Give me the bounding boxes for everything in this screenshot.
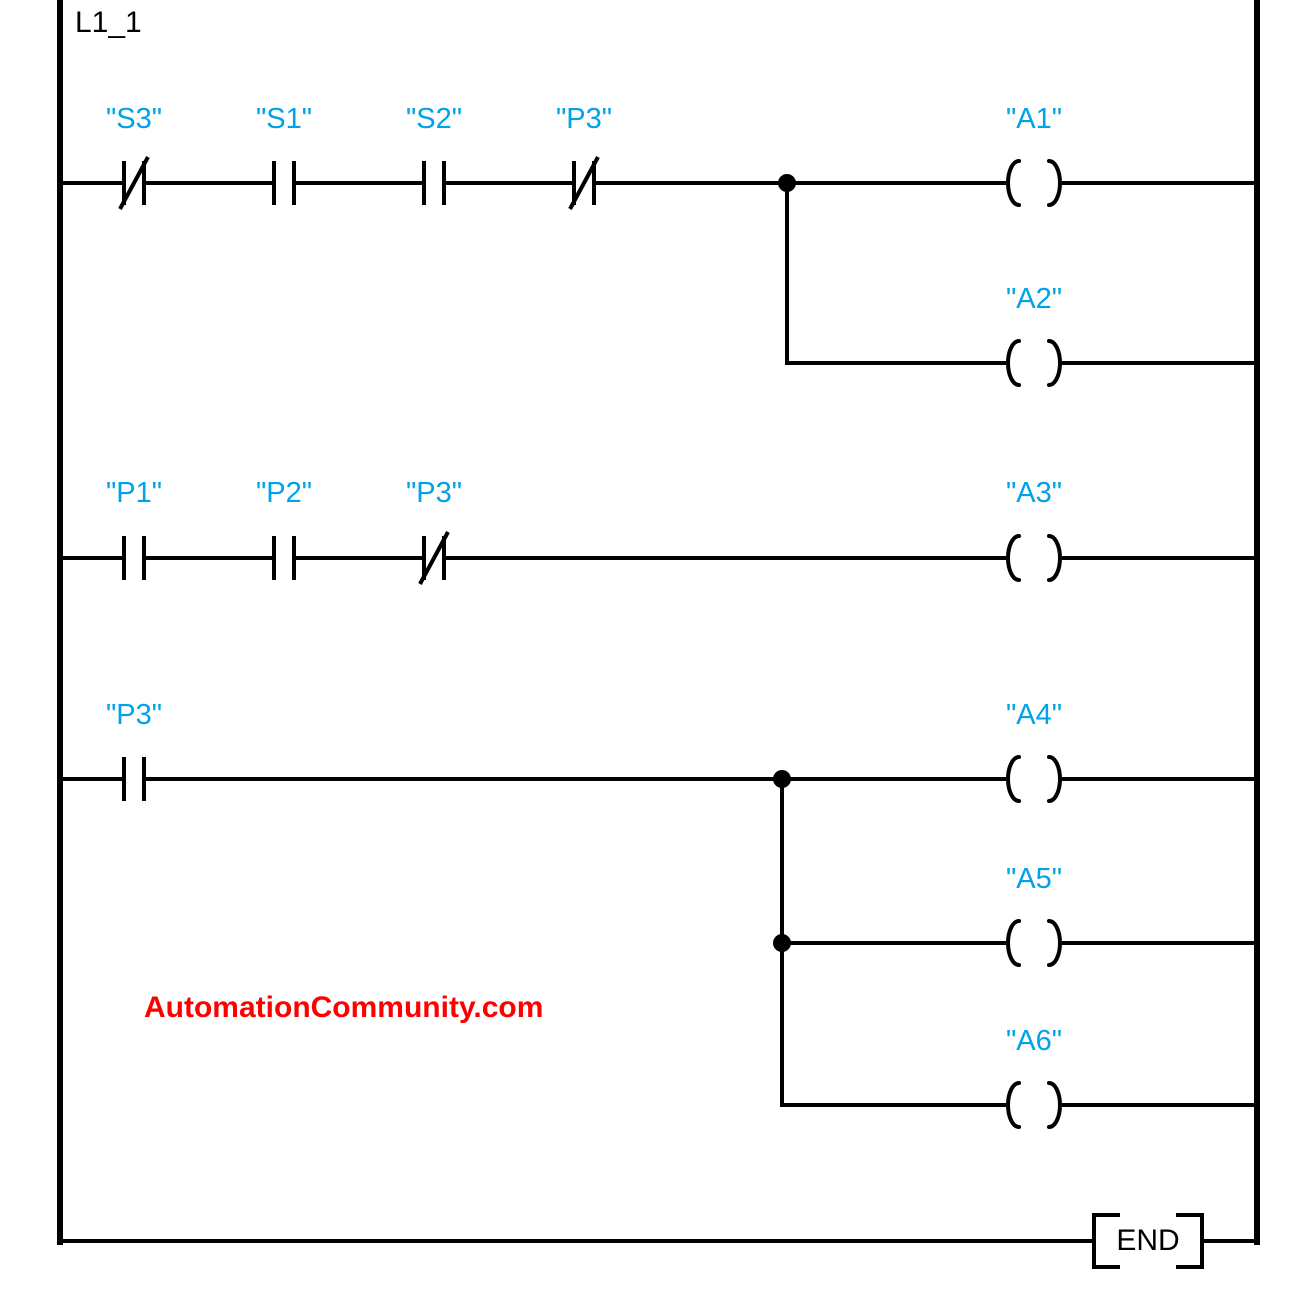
junction-dot-rung3-a4: [773, 770, 791, 788]
operand-label-a1[interactable]: "A1": [1005, 103, 1063, 135]
left-power-rail: [57, 0, 63, 1245]
operand-label-a4[interactable]: "A4": [1005, 699, 1063, 731]
operand-label-s3[interactable]: "S3": [105, 103, 163, 135]
wire-rung1-branch-vertical: [785, 183, 789, 365]
contact-p2-normally-open[interactable]: [262, 524, 306, 592]
contact-p3-rung2-normally-closed[interactable]: [412, 524, 456, 592]
end-label: END: [1116, 1224, 1180, 1257]
contact-p3-rung3-normally-open[interactable]: [112, 745, 156, 813]
operand-label-a5[interactable]: "A5": [1005, 863, 1063, 895]
wire-rung3-main: [63, 777, 1254, 781]
contact-s1-normally-open[interactable]: [262, 149, 306, 217]
operand-label-p3-rung2[interactable]: "P3": [405, 477, 463, 509]
junction-dot-rung1: [778, 174, 796, 192]
contact-p1-normally-open[interactable]: [112, 524, 156, 592]
watermark-text: AutomationCommunity.com: [144, 991, 544, 1024]
operand-label-s2[interactable]: "S2": [405, 103, 463, 135]
contact-s3-normally-closed[interactable]: [112, 149, 156, 217]
operand-label-a2[interactable]: "A2": [1005, 283, 1063, 315]
contact-p3-rung1-normally-closed[interactable]: [562, 149, 606, 217]
coil-a4[interactable]: [1004, 749, 1064, 809]
operand-label-p2[interactable]: "P2": [255, 477, 313, 509]
contact-s2-normally-open[interactable]: [412, 149, 456, 217]
coil-a5[interactable]: [1004, 913, 1064, 973]
junction-dot-rung3-a5: [773, 934, 791, 952]
operand-label-p1[interactable]: "P1": [105, 477, 163, 509]
wire-rung1-main: [63, 181, 1254, 185]
coil-a2[interactable]: [1004, 333, 1064, 393]
operand-label-p3-rung1[interactable]: "P3": [555, 103, 613, 135]
wire-end-rung: [63, 1239, 1254, 1243]
operand-label-p3-rung3[interactable]: "P3": [105, 699, 163, 731]
operand-label-s1[interactable]: "S1": [255, 103, 313, 135]
operand-label-a3[interactable]: "A3": [1005, 477, 1063, 509]
operand-label-a6[interactable]: "A6": [1005, 1025, 1063, 1057]
network-title: L1_1: [75, 6, 142, 39]
coil-a3[interactable]: [1004, 528, 1064, 588]
coil-a1[interactable]: [1004, 153, 1064, 213]
coil-a6[interactable]: [1004, 1075, 1064, 1135]
wire-rung2-main: [63, 556, 1254, 560]
end-brackets-icon: [1092, 1213, 1204, 1269]
right-power-rail: [1254, 0, 1260, 1245]
end-instruction[interactable]: END: [1092, 1213, 1204, 1269]
